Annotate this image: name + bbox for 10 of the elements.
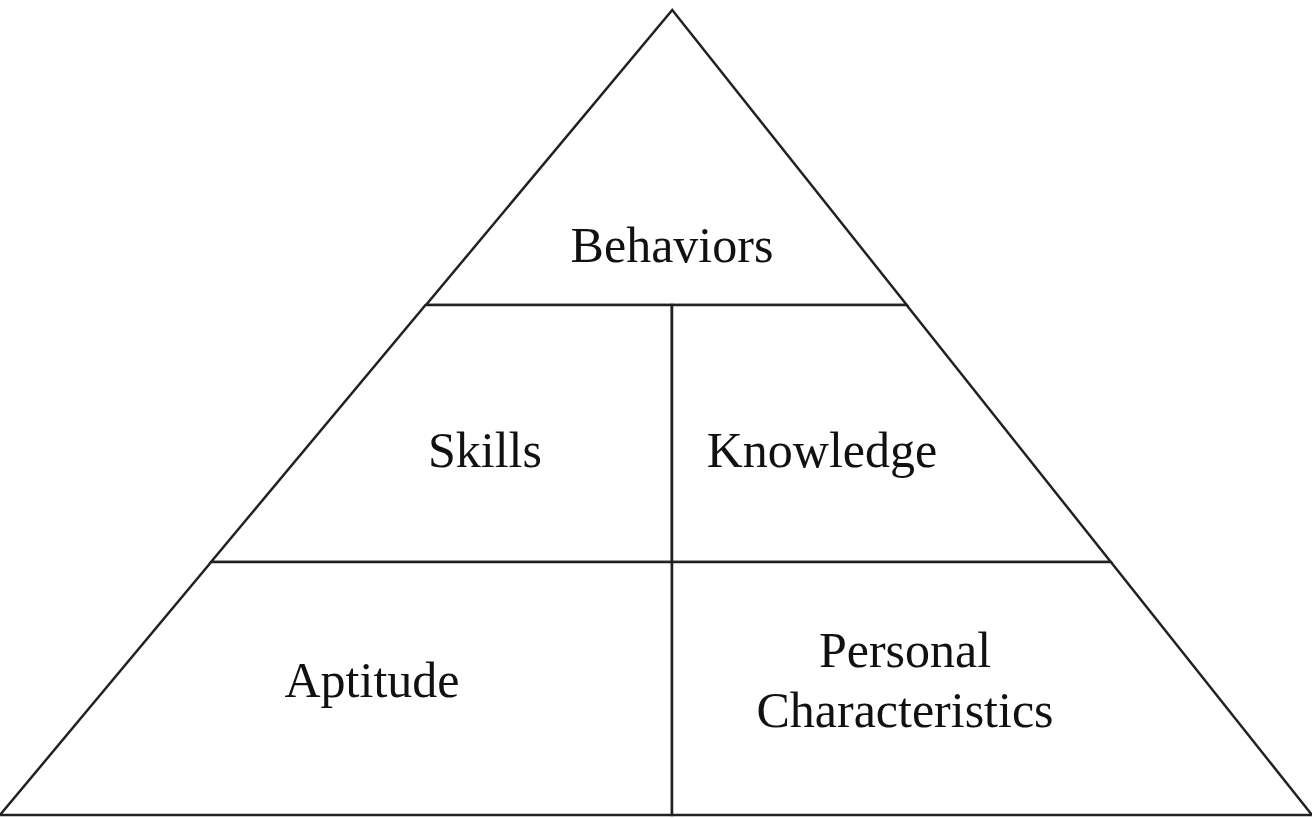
tier-label: Personal Characteristics bbox=[755, 621, 1055, 740]
tier-label: Skills bbox=[427, 421, 543, 480]
pyramid-tier bbox=[0, 562, 672, 815]
tier-label: Aptitude bbox=[283, 651, 461, 710]
pyramid-tier bbox=[211, 305, 672, 562]
tier-label: Knowledge bbox=[705, 421, 939, 480]
pyramid-tier bbox=[425, 10, 907, 305]
pyramid-tier bbox=[672, 562, 1312, 815]
tier-label: Behaviors bbox=[569, 216, 775, 275]
pyramid-tier bbox=[672, 305, 1111, 562]
